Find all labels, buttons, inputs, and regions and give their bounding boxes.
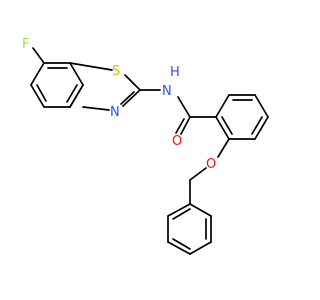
benzothiazole-benzene-ring	[30, 62, 84, 108]
molecule-structure-diagram: F S N N H O O	[22, 37, 269, 255]
carbon-fluorine-bond	[32, 47, 45, 64]
amide-nitrogen-atom-label: N	[162, 84, 172, 99]
ether-oxygen-atom-label: O	[206, 157, 216, 172]
thiazole-nitrogen-atom-label: N	[110, 105, 120, 120]
fluorine-atom-label: F	[22, 37, 29, 52]
thiazole-ring	[69, 62, 141, 111]
ether-linkage	[189, 138, 230, 181]
phenoxy-ring	[167, 179, 212, 255]
carbonyl-oxygen-atom-label: O	[172, 134, 182, 149]
amide-linkage	[139, 89, 191, 135]
benzamide-ring	[189, 94, 269, 140]
sulfur-atom-label: S	[112, 64, 120, 79]
amide-hydrogen-atom-label: H	[170, 65, 180, 80]
